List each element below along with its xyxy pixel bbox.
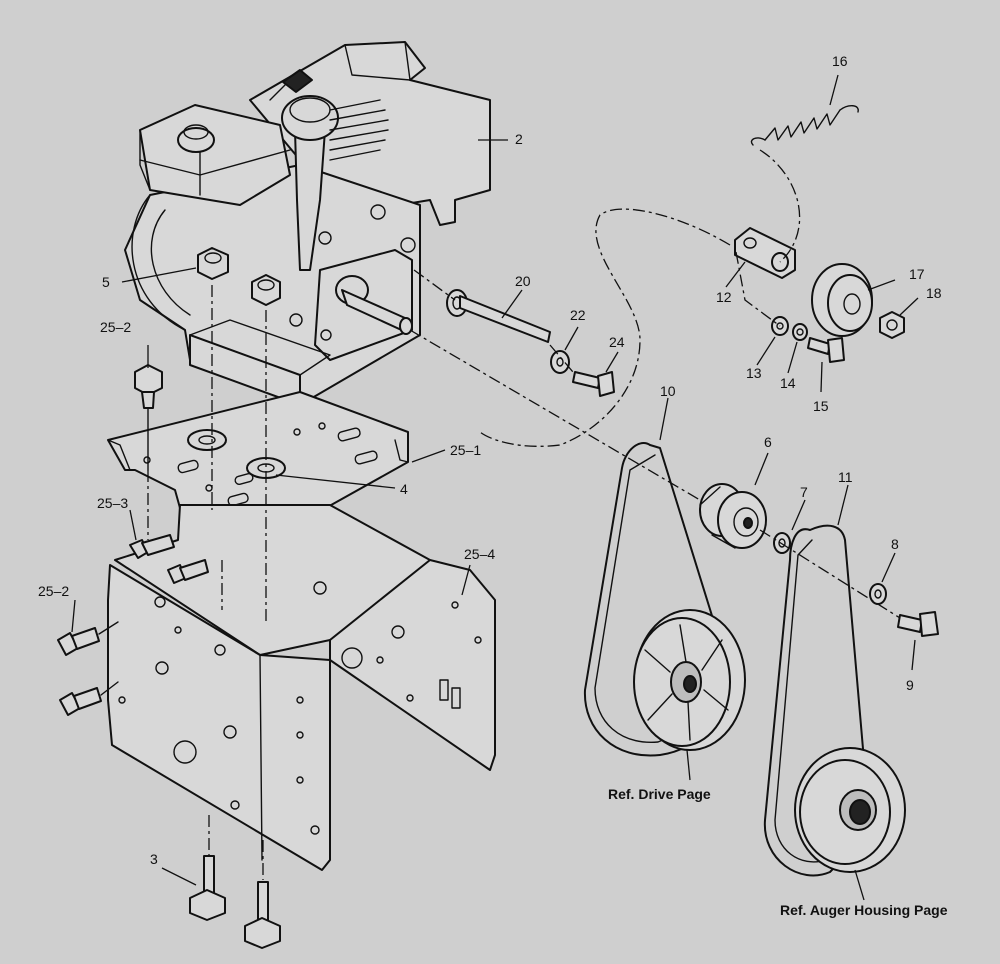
callout-11: 11 [838, 469, 853, 485]
callout-14: 14 [780, 375, 796, 391]
bolt-25-3 [129, 534, 209, 584]
callout-6: 6 [764, 434, 772, 450]
callout-24: 24 [609, 334, 625, 350]
callout-2: 2 [515, 131, 523, 147]
engine-assembly [124, 41, 491, 409]
callout-13: 13 [746, 365, 762, 381]
frame-assembly [107, 504, 496, 871]
callout-25-4: 25–4 [464, 546, 495, 562]
washer-8-bolt-9 [869, 583, 939, 637]
shaft-and-spacer [446, 289, 615, 397]
ref-auger-housing-page: Ref. Auger Housing Page [780, 902, 948, 918]
callout-25-3: 25–3 [97, 495, 128, 511]
callout-10: 10 [660, 383, 676, 399]
callout-25-2-lower: 25–2 [38, 583, 69, 599]
callout-25-2-upper: 25–2 [100, 319, 131, 335]
idler-assembly [479, 105, 905, 447]
callout-22: 22 [570, 307, 586, 323]
callout-12: 12 [716, 289, 732, 305]
bolt-3 [189, 815, 281, 949]
bolt-25-2-upper [134, 364, 163, 471]
callout-8: 8 [891, 536, 899, 552]
drive-pulley [633, 609, 746, 751]
washer-7 [773, 532, 791, 554]
auger-pulley [794, 747, 906, 873]
auger-belt-11 [763, 524, 871, 877]
assembly-centerlines [147, 269, 901, 625]
engine-mount-plate [107, 391, 409, 529]
callout-3: 3 [150, 851, 158, 867]
leader-lines [71, 74, 919, 901]
callout-16: 16 [832, 53, 848, 69]
ref-drive-page: Ref. Drive Page [608, 786, 711, 802]
callout-4: 4 [400, 481, 408, 497]
callout-5: 5 [102, 274, 110, 290]
engine-pulley-6 [699, 483, 767, 549]
callout-20: 20 [515, 273, 531, 289]
callout-9: 9 [906, 677, 914, 693]
callout-15: 15 [813, 398, 829, 414]
callout-25-1: 25–1 [450, 442, 481, 458]
callout-17: 17 [909, 266, 925, 282]
callout-labels: 2 3 4 5 6 7 8 9 10 11 12 13 14 15 16 17 … [38, 53, 948, 918]
bolt-25-2-lower [57, 621, 119, 716]
callout-7: 7 [800, 484, 808, 500]
callout-18: 18 [926, 285, 942, 301]
